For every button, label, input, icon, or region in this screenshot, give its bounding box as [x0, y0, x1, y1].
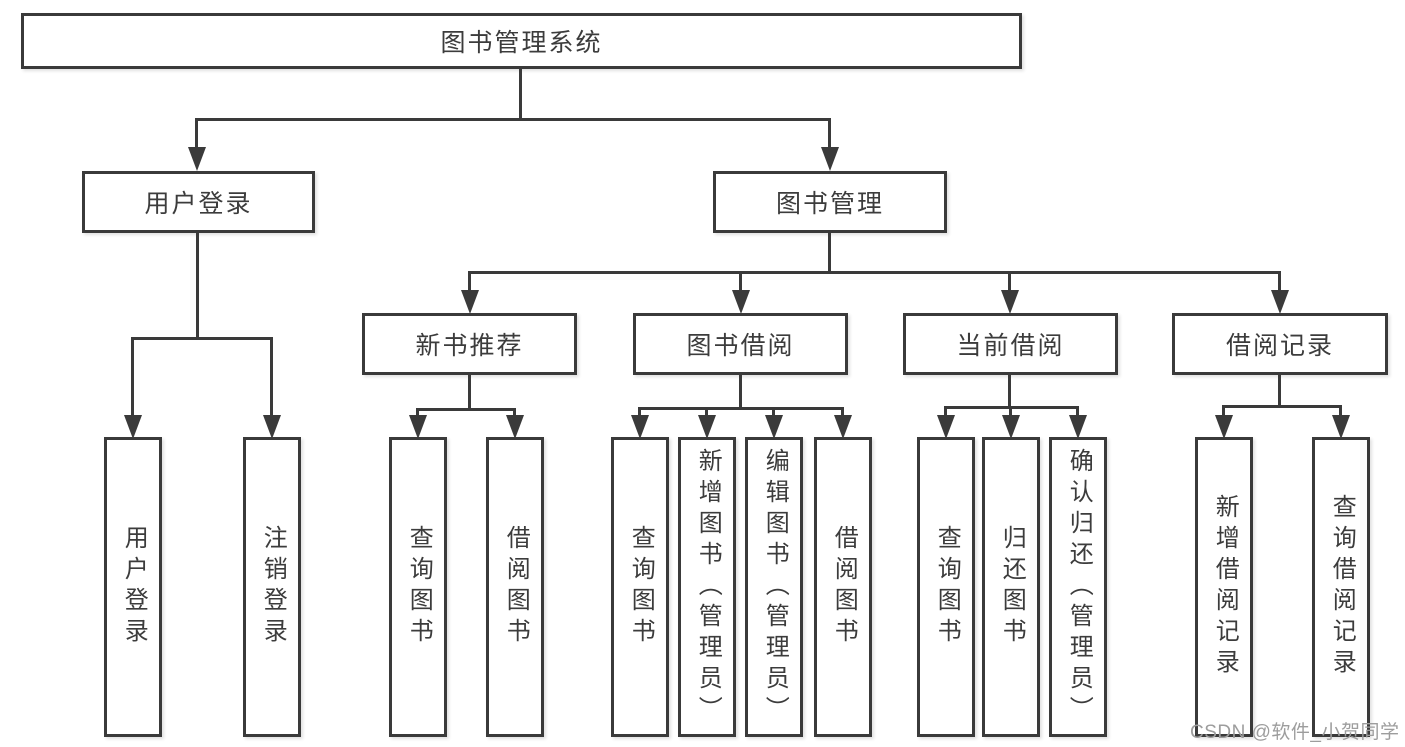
- leaf-logout: 注销登录: [243, 437, 301, 737]
- node-current-borrowing: 当前借阅: [903, 313, 1118, 375]
- connector-drop-leaf: [705, 407, 708, 417]
- connector-drop-book-borrowing: [739, 271, 742, 293]
- connector-book-management-stem: [828, 233, 831, 271]
- arrow-down-icon: [834, 415, 852, 439]
- connector-drop-leaf: [1076, 406, 1079, 417]
- leaf-borrow-books: 借阅图书: [814, 437, 872, 737]
- arrow-down-icon: [937, 415, 955, 439]
- node-library-system: 图书管理系统: [21, 13, 1022, 69]
- leaf-add-books-admin: 新增图书（管理员）: [678, 437, 736, 737]
- leaf-search-books-borrowing-label: 查询图书: [627, 525, 655, 649]
- connector-user-login-horizontal: [131, 337, 273, 340]
- arrow-down-icon: [263, 415, 281, 439]
- leaf-search-books-recommend: 查询图书: [389, 437, 447, 737]
- arrow-down-icon: [732, 290, 750, 314]
- node-user-login-label: 用户登录: [144, 190, 253, 218]
- connector-drop-leaf: [944, 406, 947, 417]
- connector-new-book-stem: [468, 375, 471, 408]
- connector-root-stem: [519, 69, 522, 118]
- leaf-add-borrow-record: 新增借阅记录: [1195, 437, 1253, 737]
- arrow-down-icon: [124, 415, 142, 439]
- connector-book-borrowing-stem: [739, 375, 742, 407]
- arrow-down-icon: [188, 147, 206, 171]
- connector-drop-leaf-logout: [270, 337, 273, 417]
- leaf-search-borrow-record: 查询借阅记录: [1312, 437, 1370, 737]
- connector-drop-leaf: [1339, 405, 1342, 417]
- node-borrowing-records-label: 借阅记录: [1225, 332, 1334, 360]
- arrow-down-icon: [1002, 415, 1020, 439]
- connector-drop-user-login: [195, 118, 198, 150]
- connector-drop-leaf: [841, 407, 844, 417]
- leaf-confirm-return-admin-label: 确认归还（管理员）: [1065, 447, 1093, 727]
- connector-borrowing-records-stem: [1278, 375, 1281, 405]
- connector-level1-horizontal: [195, 118, 831, 121]
- connector-drop-book-management: [828, 118, 831, 150]
- leaf-search-borrow-record-label: 查询借阅记录: [1328, 494, 1356, 680]
- node-book-management-label: 图书管理: [775, 190, 884, 218]
- arrow-down-icon: [1001, 290, 1019, 314]
- node-book-management: 图书管理: [713, 171, 947, 233]
- connector-level2-horizontal: [468, 271, 1281, 274]
- node-new-book-recommendation: 新书推荐: [362, 313, 577, 375]
- connector-drop-leaf: [416, 408, 419, 417]
- connector-drop-leaf-user-login: [131, 337, 134, 417]
- connector-drop-current-borrowing: [1008, 271, 1011, 293]
- node-library-system-label: 图书管理系统: [440, 29, 603, 57]
- leaf-borrow-books-recommend: 借阅图书: [486, 437, 544, 737]
- leaf-search-books-borrowing: 查询图书: [611, 437, 669, 737]
- leaf-edit-books-admin: 编辑图书（管理员）: [745, 437, 803, 737]
- connector-borrowing-records-horizontal: [1222, 405, 1342, 408]
- arrow-down-icon: [631, 415, 649, 439]
- connector-drop-borrowing-records: [1278, 271, 1281, 293]
- leaf-edit-books-admin-label: 编辑图书（管理员）: [761, 447, 789, 727]
- connector-drop-leaf: [772, 407, 775, 417]
- node-book-borrowing-label: 图书借阅: [686, 332, 795, 360]
- leaf-return-books-label: 归还图书: [998, 525, 1026, 649]
- leaf-confirm-return-admin: 确认归还（管理员）: [1049, 437, 1107, 737]
- leaf-borrow-books-recommend-label: 借阅图书: [502, 525, 530, 649]
- connector-new-book-horizontal: [416, 408, 516, 411]
- leaf-user-login: 用户登录: [104, 437, 162, 737]
- arrow-down-icon: [1332, 415, 1350, 439]
- node-book-borrowing: 图书借阅: [633, 313, 848, 375]
- arrow-down-icon: [821, 147, 839, 171]
- arrow-down-icon: [1215, 415, 1233, 439]
- node-borrowing-records: 借阅记录: [1172, 313, 1388, 375]
- leaf-add-books-admin-label: 新增图书（管理员）: [694, 447, 722, 727]
- connector-drop-leaf: [638, 407, 641, 417]
- connector-current-borrowing-stem: [1008, 375, 1011, 406]
- leaf-user-login-label: 用户登录: [120, 525, 148, 649]
- arrow-down-icon: [698, 415, 716, 439]
- arrow-down-icon: [1069, 415, 1087, 439]
- arrow-down-icon: [461, 290, 479, 314]
- arrow-down-icon: [506, 415, 524, 439]
- node-user-login: 用户登录: [82, 171, 315, 233]
- connector-book-borrowing-horizontal: [638, 407, 844, 410]
- leaf-logout-label: 注销登录: [259, 525, 287, 649]
- node-new-book-recommendation-label: 新书推荐: [415, 332, 524, 360]
- arrow-down-icon: [765, 415, 783, 439]
- watermark: CSDN @软件_小贺同学: [1190, 722, 1400, 743]
- connector-drop-leaf: [1222, 405, 1225, 417]
- leaf-search-books-current: 查询图书: [917, 437, 975, 737]
- node-current-borrowing-label: 当前借阅: [956, 332, 1065, 360]
- arrow-down-icon: [409, 415, 427, 439]
- connector-drop-leaf: [1009, 406, 1012, 417]
- connector-drop-leaf: [513, 408, 516, 417]
- leaf-return-books: 归还图书: [982, 437, 1040, 737]
- leaf-borrow-books-label: 借阅图书: [830, 525, 858, 649]
- leaf-search-books-recommend-label: 查询图书: [405, 525, 433, 649]
- connector-user-login-stem: [196, 233, 199, 337]
- arrow-down-icon: [1271, 290, 1289, 314]
- leaf-add-borrow-record-label: 新增借阅记录: [1211, 494, 1239, 680]
- leaf-search-books-current-label: 查询图书: [933, 525, 961, 649]
- connector-drop-new-book: [468, 271, 471, 293]
